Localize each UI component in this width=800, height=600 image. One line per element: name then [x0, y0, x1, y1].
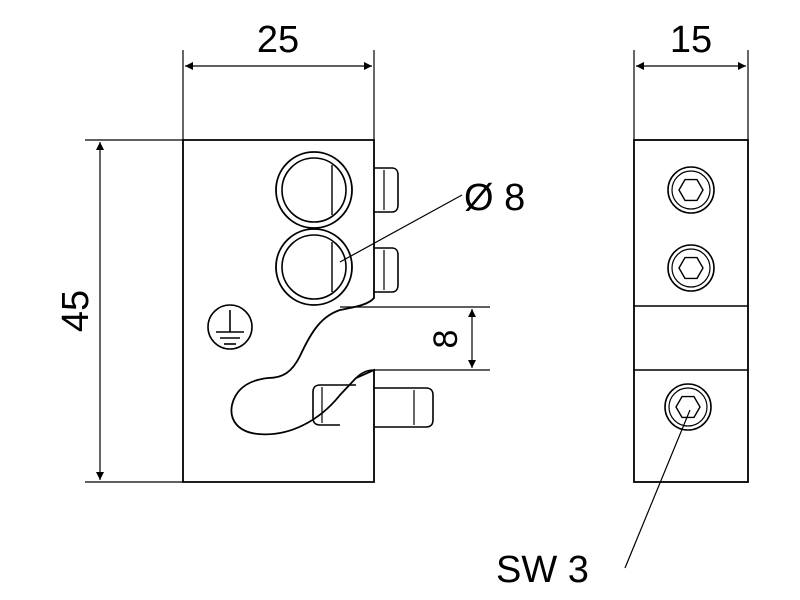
width-dimension-front: 25 — [182, 19, 375, 140]
hex-label: SW 3 — [496, 549, 589, 591]
width-label-side: 15 — [670, 19, 712, 61]
side-body-outline — [633, 139, 749, 483]
bore-leader: Ø 8 — [339, 177, 525, 263]
side-view: 15 SW 3 — [496, 19, 749, 591]
protective-earth-icon — [207, 304, 253, 350]
bore-upper — [275, 151, 353, 229]
hex-screw-lower — [664, 383, 712, 431]
width-dimension-side: 15 — [633, 19, 749, 140]
front-body-outline — [182, 139, 375, 483]
slot-dimension: 8 — [340, 306, 490, 371]
height-label-front: 45 — [55, 290, 97, 332]
width-label-front: 25 — [257, 19, 299, 61]
hook-bolt — [312, 369, 434, 428]
set-screw-middle — [374, 247, 399, 293]
bore-label: Ø 8 — [464, 177, 525, 219]
hex-leader: SW 3 — [496, 409, 691, 591]
hex-screw-middle — [667, 244, 715, 292]
hex-screw-upper — [667, 166, 715, 214]
height-dimension-front: 45 — [55, 139, 183, 483]
front-view: 25 45 8 Ø 8 — [55, 19, 525, 483]
bore-lower — [275, 228, 353, 306]
set-screw-upper — [374, 167, 399, 213]
slot-label: 8 — [427, 330, 465, 349]
